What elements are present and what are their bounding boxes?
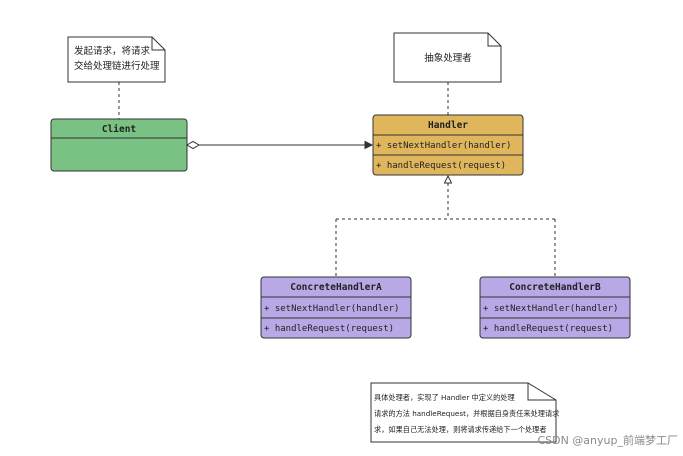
concrete-note-line-3: 求，如果自己无法处理，则将请求传递给下一个处理者 <box>374 425 547 434</box>
inheritance-arrowhead <box>443 174 453 184</box>
aggregation-diamond <box>186 140 200 150</box>
client-note-line-2: 交给处理链进行处理 <box>74 60 160 72</box>
client-note: 发起请求，将请求 交给处理链进行处理 <box>67 36 166 83</box>
csdn-watermark: CSDN @anyup_前端梦工厂 <box>537 433 678 447</box>
aggregation-association <box>186 140 374 150</box>
client-note-line-1: 发起请求，将请求 <box>74 45 151 57</box>
association-arrowhead <box>364 140 374 150</box>
handler-class-name: Handler <box>428 120 468 131</box>
class-concrete-handler-a[interactable]: ConcreteHandlerA + setNextHandler(handle… <box>260 276 412 339</box>
inheritance-lines <box>335 174 556 277</box>
concrete-b-class-name: ConcreteHandlerB <box>509 282 601 293</box>
handler-note: 抽象处理者 <box>393 32 502 83</box>
class-handler[interactable]: Handler + setNextHandler(handler) + hand… <box>372 114 524 176</box>
concrete-a-class-name: ConcreteHandlerA <box>290 282 382 293</box>
client-class-name: Client <box>102 124 136 135</box>
handler-note-text: 抽象处理者 <box>424 52 472 64</box>
concrete-a-method-1: + setNextHandler(handler) <box>264 304 399 314</box>
class-concrete-handler-b[interactable]: ConcreteHandlerB + setNextHandler(handle… <box>479 276 631 339</box>
concrete-note-line-2: 请求的方法 handleRequest，并根据自身责任来处理请求 <box>374 409 559 418</box>
class-client[interactable]: Client <box>50 118 188 172</box>
concrete-a-method-2: + handleRequest(request) <box>264 324 394 334</box>
handler-method-1: + setNextHandler(handler) <box>376 141 511 151</box>
concrete-handler-note: 具体处理者，实现了 Handler 中定义的处理 请求的方法 handleReq… <box>370 382 559 443</box>
concrete-note-line-1: 具体处理者，实现了 Handler 中定义的处理 <box>374 393 515 402</box>
concrete-b-method-2: + handleRequest(request) <box>483 324 613 334</box>
concrete-b-method-1: + setNextHandler(handler) <box>483 304 618 314</box>
handler-method-2: + handleRequest(request) <box>376 161 506 171</box>
